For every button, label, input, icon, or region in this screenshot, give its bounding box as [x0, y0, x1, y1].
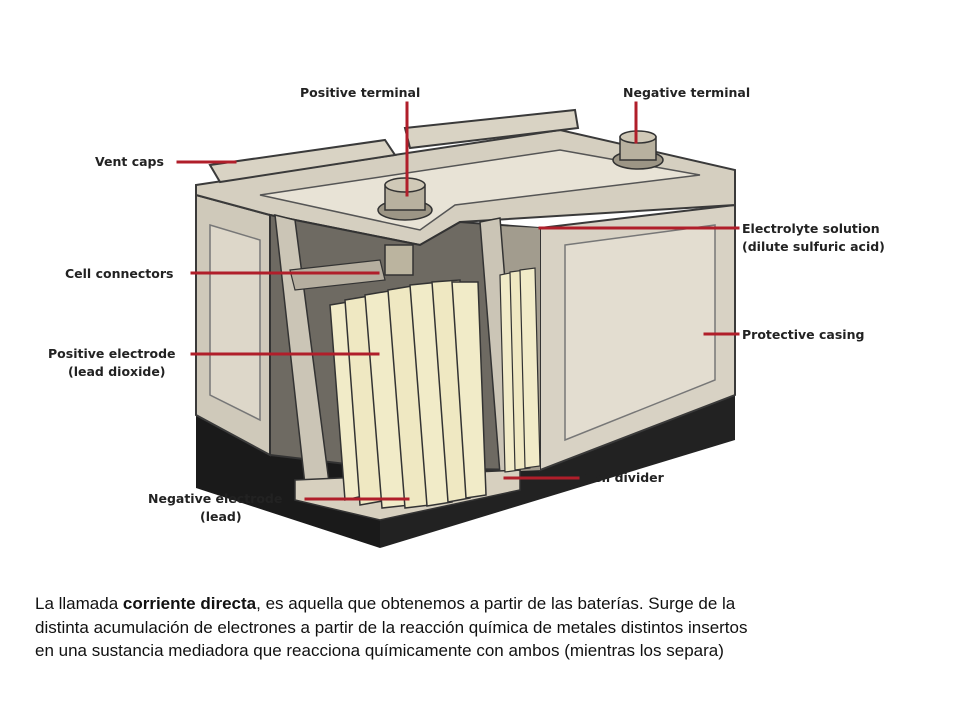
positive-electrode-plates: [329, 279, 487, 509]
label-negative-electrode-line1: Negative electrode: [148, 491, 282, 506]
label-positive-electrode-line2: (lead dioxide): [68, 364, 166, 379]
cell-connector-strip: [289, 259, 386, 291]
caption-paragraph: La llamada corriente directa, es aquella…: [35, 592, 755, 663]
battery-diagram: Positive terminal Negative terminal Vent…: [48, 85, 885, 548]
right-cell-plates: [499, 267, 541, 473]
label-negative-terminal: Negative terminal: [623, 85, 750, 100]
casing-right-panel: [564, 224, 716, 442]
lid-recess: [259, 149, 701, 231]
label-electrolyte-line1: Electrolyte solution: [742, 221, 880, 236]
casing-left-panel: [209, 223, 261, 422]
label-positive-terminal: Positive terminal: [300, 85, 420, 100]
label-cell-divider: Cell divider: [584, 470, 665, 485]
label-electrolyte-line2: (dilute sulfuric acid): [742, 239, 885, 254]
positive-terminal-post: [377, 177, 433, 221]
vent-cap-left: [208, 138, 397, 184]
label-positive-electrode-line1: Positive electrode: [48, 346, 176, 361]
label-vent-caps: Vent caps: [95, 154, 164, 169]
leader-lines: [176, 101, 740, 501]
label-cell-connectors: Cell connectors: [65, 266, 173, 281]
cell-connector-block: [384, 244, 414, 276]
label-protective-casing: Protective casing: [742, 327, 864, 342]
caption-part2: , es aquella que obtenemos a partir de l…: [35, 594, 748, 660]
label-negative-electrode-line2: (lead): [200, 509, 242, 524]
negative-terminal-post: [612, 130, 664, 170]
battery-base-right: [380, 395, 735, 548]
caption-part1: La llamada: [35, 594, 123, 613]
caption-bold-term: corriente directa: [122, 594, 257, 613]
